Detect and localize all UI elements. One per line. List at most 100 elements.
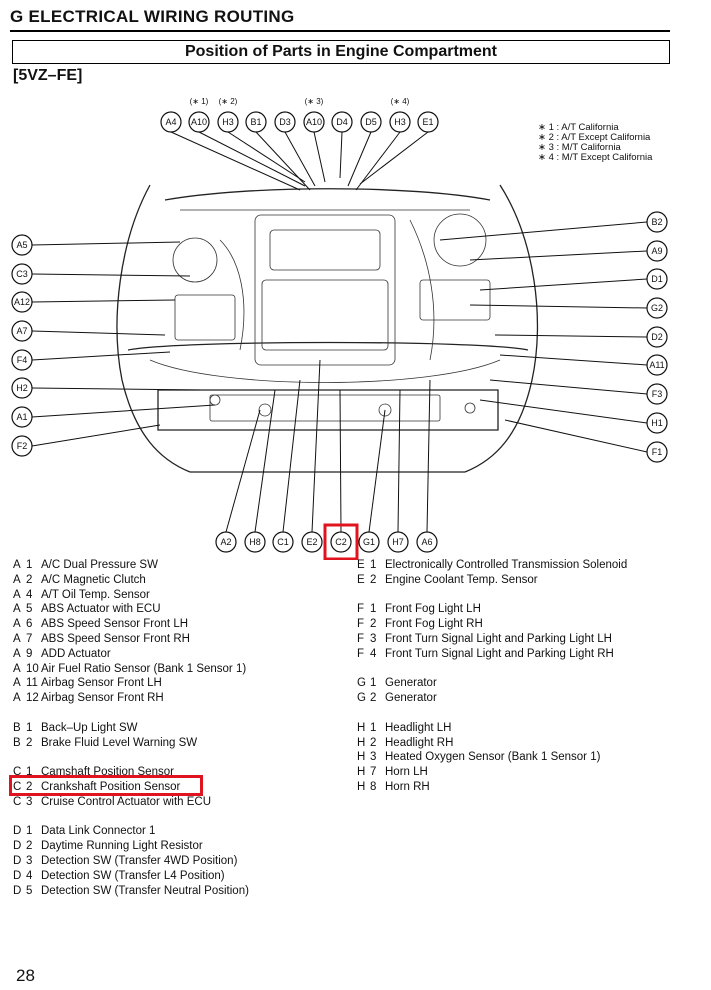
- part-letter: D: [13, 884, 22, 897]
- variant-mark-3: (∗ 3): [305, 97, 324, 106]
- callout-top-a4-0: A4: [160, 111, 182, 133]
- part-number: 7: [26, 632, 33, 645]
- leader-top-8: [355, 131, 401, 191]
- callout-top-a10-1-label: A10: [191, 117, 207, 127]
- part-name: A/T Oil Temp. Sensor: [41, 588, 150, 601]
- part-name: Front Fog Light RH: [385, 618, 483, 631]
- part-letter: A: [13, 632, 21, 645]
- part-letter: G: [357, 692, 366, 705]
- callout-right-a11-circle: [646, 354, 668, 376]
- callout-bottom-e2-circle: [301, 531, 323, 553]
- part-name: Electronically Controlled Transmission S…: [385, 559, 628, 571]
- leader-top-5: [313, 131, 326, 183]
- leader-top-7: [347, 131, 372, 187]
- leader-bottom-3: [311, 359, 321, 533]
- callout-bottom-h8-label: H8: [249, 537, 261, 547]
- part-name: Detection SW (Transfer L4 Position): [41, 869, 225, 882]
- part-number: 10: [26, 662, 39, 675]
- callout-bottom-e2: E2: [301, 531, 323, 553]
- part-letter: A: [13, 573, 21, 586]
- leader-right-8: [504, 419, 648, 453]
- leader-right-4: [494, 334, 648, 338]
- part-name: Airbag Sensor Front LH: [41, 677, 162, 690]
- callout-top-d5-7: D5: [360, 111, 382, 133]
- callout-top-a10-5-circle: [303, 111, 325, 133]
- callout-right-b2-label: B2: [651, 217, 662, 227]
- callout-left-c3-circle: [11, 263, 33, 285]
- callout-left-a1-label: A1: [16, 412, 27, 422]
- part-letter: F: [357, 647, 365, 660]
- part-name: Engine Coolant Temp. Sensor: [385, 573, 538, 586]
- callout-left-a5-circle: [11, 234, 33, 256]
- leader-left-3: [31, 330, 166, 336]
- part-name: Heated Oxygen Sensor (Bank 1 Sensor 1): [385, 751, 601, 764]
- part-number: 1: [26, 766, 33, 779]
- callout-right-b2-circle: [646, 211, 668, 233]
- callout-left-a12-circle: [11, 291, 33, 313]
- part-number: 3: [26, 854, 33, 867]
- callout-left-h2-label: H2: [16, 383, 28, 393]
- callout-right-f1-circle: [646, 441, 668, 463]
- list-spacer: [357, 588, 687, 603]
- variant-mark-4: (∗ 4): [391, 97, 410, 106]
- callout-bottom-e2-label: E2: [306, 537, 317, 547]
- callout-left-a7-circle: [11, 320, 33, 342]
- leader-left-0: [31, 241, 181, 246]
- callout-right-d2-circle: [646, 326, 668, 348]
- list-spacer: [13, 810, 343, 825]
- callout-bottom-c2-circle: [330, 531, 352, 553]
- variant-note-1: ∗ 1 : A/T California: [538, 122, 619, 133]
- part-letter: D: [13, 854, 22, 867]
- leader-right-3: [469, 304, 648, 309]
- callout-right-a9-label: A9: [651, 246, 662, 256]
- callout-bottom-c2-label: C2: [335, 537, 347, 547]
- callout-right-d1: D1: [646, 268, 668, 290]
- callout-top-a10-5-label: A10: [306, 117, 322, 127]
- part-number: 5: [26, 603, 33, 616]
- part-number: 1: [26, 559, 33, 571]
- callout-bottom-a2: A2: [215, 531, 237, 553]
- callout-bottom-h8-circle: [244, 531, 266, 553]
- part-number: 1: [370, 603, 377, 616]
- part-letter: A: [13, 692, 21, 705]
- callout-right-a11-label: A11: [649, 360, 664, 370]
- part-name: Headlight RH: [385, 736, 454, 749]
- part-name: Detection SW (Transfer 4WD Position): [41, 854, 238, 867]
- callout-left-c3-label: C3: [16, 269, 28, 279]
- callout-top-b1-3-label: B1: [250, 117, 261, 127]
- part-number: 6: [26, 618, 33, 631]
- callout-left-f2-circle: [11, 435, 33, 457]
- part-number: 1: [370, 559, 377, 571]
- leader-bottom-0: [225, 409, 261, 533]
- callout-right-f3-label: F3: [652, 389, 663, 399]
- part-number: 2: [26, 573, 33, 586]
- variant-note-2: ∗ 2 : A/T Except California: [538, 132, 651, 143]
- callout-top-d4-6-circle: [331, 111, 353, 133]
- part-number: 1: [26, 721, 33, 734]
- engine-illustration: [149, 209, 501, 422]
- part-name: Data Link Connector 1: [41, 825, 156, 838]
- engine-label: [5VZ–FE]: [13, 67, 83, 84]
- part-number: 4: [26, 869, 33, 882]
- callout-right-g2-circle: [646, 297, 668, 319]
- callout-top-d3-4-circle: [274, 111, 296, 133]
- part-letter: A: [13, 603, 21, 616]
